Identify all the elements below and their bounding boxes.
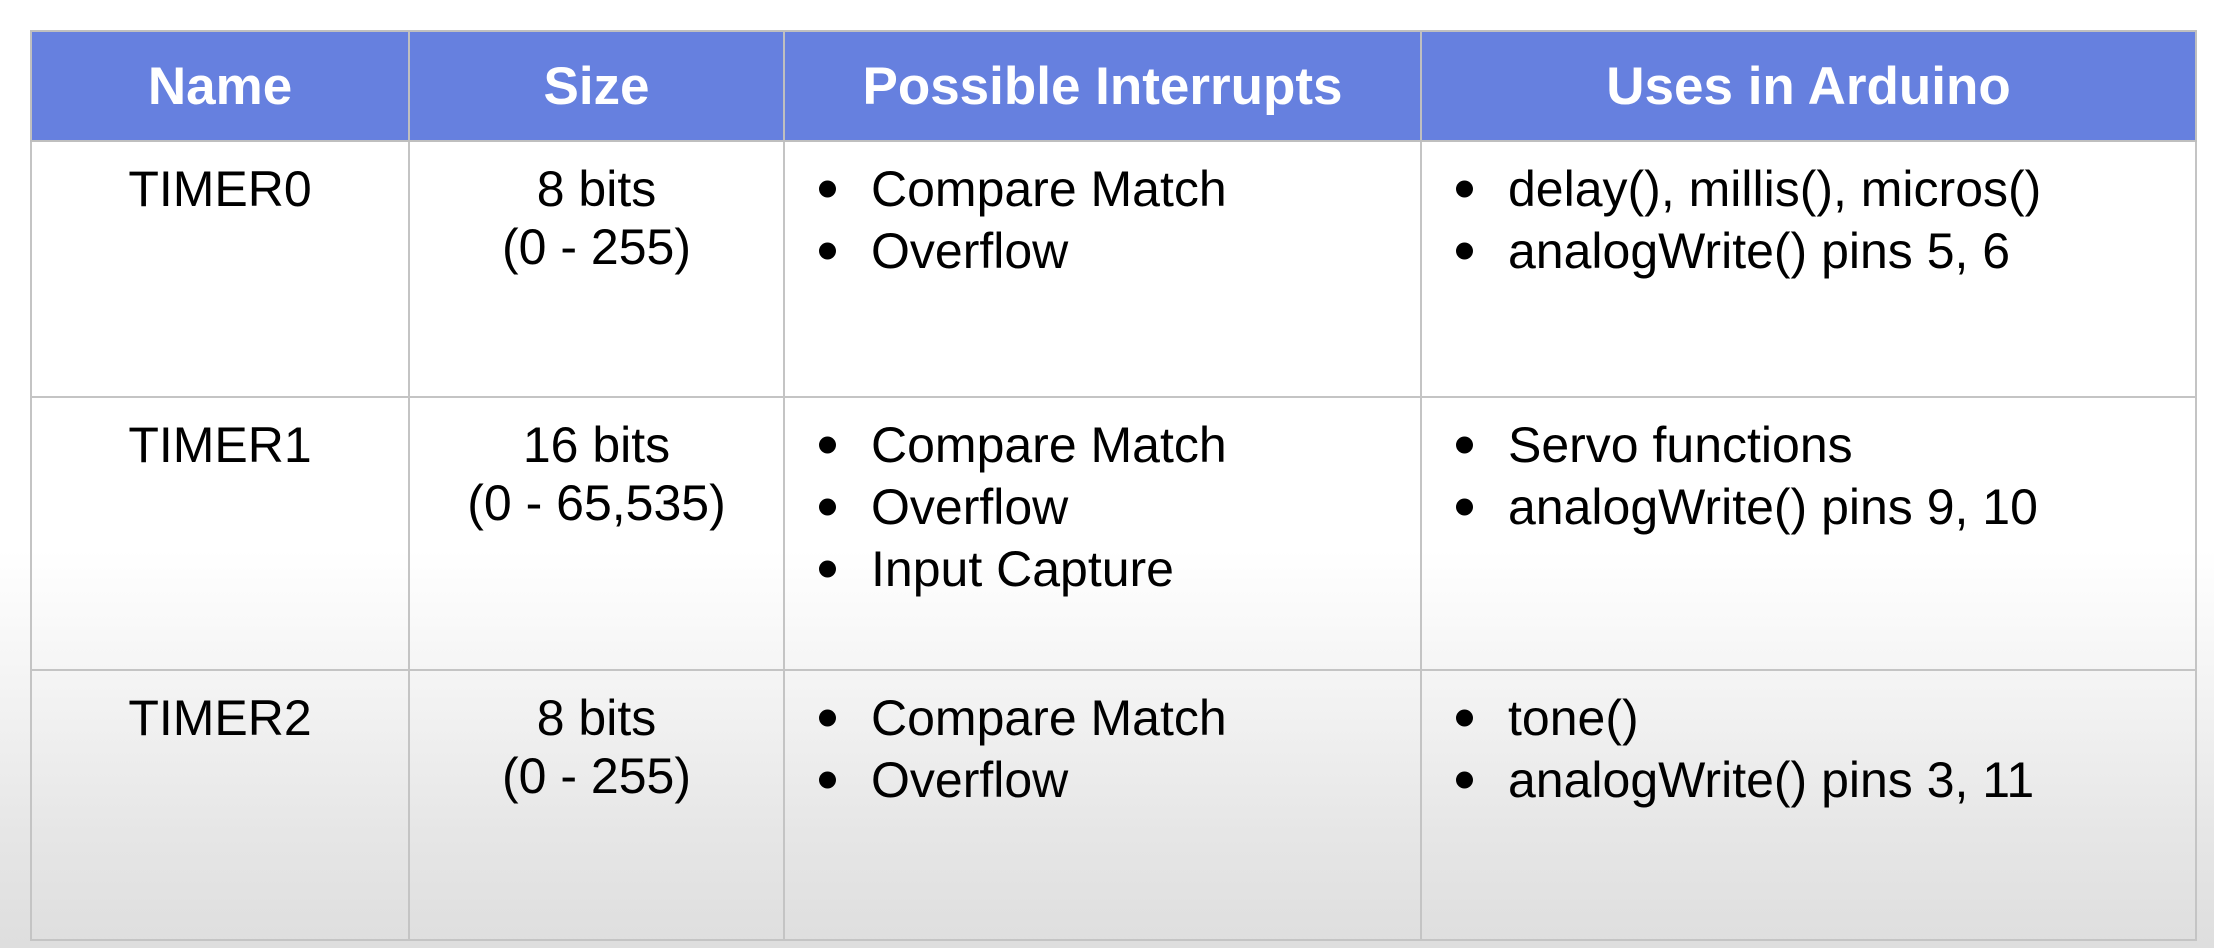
list-item: Compare Match (813, 416, 1406, 474)
list-item-label: Servo functions (1508, 417, 1853, 473)
list-item: Overflow (813, 222, 1406, 280)
bullet-icon (819, 709, 836, 727)
list-item: Compare Match (813, 689, 1406, 747)
cell-uses: Servo functions analogWrite() pins 9, 10 (1420, 396, 2197, 671)
list-item: Input Capture (813, 540, 1406, 598)
table-row: TIMER1 16 bits (0 - 65,535) Compare Matc… (30, 396, 2197, 671)
bullet-icon (1456, 709, 1473, 727)
table-row: TIMER0 8 bits (0 - 255) Compare Match Ov… (30, 140, 2197, 398)
list-item-label: tone() (1508, 690, 1639, 746)
bullet-icon (1456, 498, 1473, 516)
cell-size: 16 bits (0 - 65,535) (408, 396, 785, 671)
timer-size: 8 bits (0 - 255) (410, 142, 783, 396)
timer-name: TIMER0 (128, 161, 312, 217)
size-bits: 8 bits (536, 690, 657, 746)
interrupts-list: Compare Match Overflow (799, 160, 1406, 280)
interrupts-wrap: Compare Match Overflow Input Capture (785, 398, 1420, 669)
list-item-label: delay(), millis(), micros() (1508, 161, 2042, 217)
cell-interrupts: Compare Match Overflow Input Capture (783, 396, 1422, 671)
uses-wrap: tone() analogWrite() pins 3, 11 (1422, 671, 2195, 939)
size-bits: 8 bits (536, 161, 657, 217)
cell-size: 8 bits (0 - 255) (408, 140, 785, 398)
timer-name: TIMER2 (128, 690, 312, 746)
list-item-label: Overflow (871, 223, 1069, 279)
cell-size: 8 bits (0 - 255) (408, 669, 785, 941)
timer-size: 16 bits (0 - 65,535) (410, 398, 783, 669)
cell-name: TIMER1 (30, 396, 410, 671)
uses-wrap: Servo functions analogWrite() pins 9, 10 (1422, 398, 2195, 669)
size-range: (0 - 255) (502, 219, 691, 275)
bullet-icon (1456, 180, 1473, 198)
table-row: TIMER2 8 bits (0 - 255) Compare Match Ov… (30, 669, 2197, 941)
list-item-label: analogWrite() pins 3, 11 (1508, 752, 2035, 808)
uses-wrap: delay(), millis(), micros() analogWrite(… (1422, 142, 2195, 396)
interrupts-list: Compare Match Overflow (799, 689, 1406, 809)
uses-list: tone() analogWrite() pins 3, 11 (1436, 689, 2181, 809)
cell-name: TIMER0 (30, 140, 410, 398)
column-header-uses: Uses in Arduino (1420, 30, 2197, 142)
list-item-label: Compare Match (871, 417, 1227, 473)
list-item: Overflow (813, 478, 1406, 536)
cell-interrupts: Compare Match Overflow (783, 140, 1422, 398)
column-header-interrupts: Possible Interrupts (783, 30, 1422, 142)
list-item-label: analogWrite() pins 9, 10 (1508, 479, 2038, 535)
list-item-label: Overflow (871, 752, 1069, 808)
bullet-icon (819, 180, 836, 198)
bullet-icon (819, 436, 836, 454)
list-item: Compare Match (813, 160, 1406, 218)
list-item-label: Compare Match (871, 690, 1227, 746)
cell-interrupts: Compare Match Overflow (783, 669, 1422, 941)
list-item: analogWrite() pins 9, 10 (1450, 478, 2181, 536)
size-bits: 16 bits (522, 417, 671, 473)
bullet-icon (1456, 242, 1473, 260)
list-item: Overflow (813, 751, 1406, 809)
list-item-label: Overflow (871, 479, 1069, 535)
uses-list: Servo functions analogWrite() pins 9, 10 (1436, 416, 2181, 536)
bullet-icon (1456, 771, 1473, 789)
uses-list: delay(), millis(), micros() analogWrite(… (1436, 160, 2181, 280)
bullet-icon (1456, 436, 1473, 454)
list-item-label: Input Capture (871, 541, 1174, 597)
cell-uses: delay(), millis(), micros() analogWrite(… (1420, 140, 2197, 398)
bullet-icon (819, 560, 836, 578)
timer-size: 8 bits (0 - 255) (410, 671, 783, 939)
table-header: Name Size Possible Interrupts Uses in Ar… (30, 30, 2197, 142)
bullet-icon (819, 242, 836, 260)
cell-uses: tone() analogWrite() pins 3, 11 (1420, 669, 2197, 941)
list-item: Servo functions (1450, 416, 2181, 474)
column-header-name: Name (30, 30, 410, 142)
interrupts-list: Compare Match Overflow Input Capture (799, 416, 1406, 598)
list-item-label: Compare Match (871, 161, 1227, 217)
interrupts-wrap: Compare Match Overflow (785, 142, 1420, 396)
cell-name: TIMER2 (30, 669, 410, 941)
size-range: (0 - 65,535) (467, 475, 726, 531)
bullet-icon (819, 498, 836, 516)
header-row: Name Size Possible Interrupts Uses in Ar… (30, 30, 2197, 142)
size-range: (0 - 255) (502, 748, 691, 804)
table-body: TIMER0 8 bits (0 - 255) Compare Match Ov… (30, 140, 2197, 941)
list-item: analogWrite() pins 5, 6 (1450, 222, 2181, 280)
bullet-icon (819, 771, 836, 789)
list-item: tone() (1450, 689, 2181, 747)
interrupts-wrap: Compare Match Overflow (785, 671, 1420, 939)
list-item-label: analogWrite() pins 5, 6 (1508, 223, 2011, 279)
column-header-size: Size (408, 30, 785, 142)
arduino-timers-table: Name Size Possible Interrupts Uses in Ar… (30, 30, 2197, 941)
list-item: delay(), millis(), micros() (1450, 160, 2181, 218)
timer-name: TIMER1 (128, 417, 312, 473)
list-item: analogWrite() pins 3, 11 (1450, 751, 2181, 809)
